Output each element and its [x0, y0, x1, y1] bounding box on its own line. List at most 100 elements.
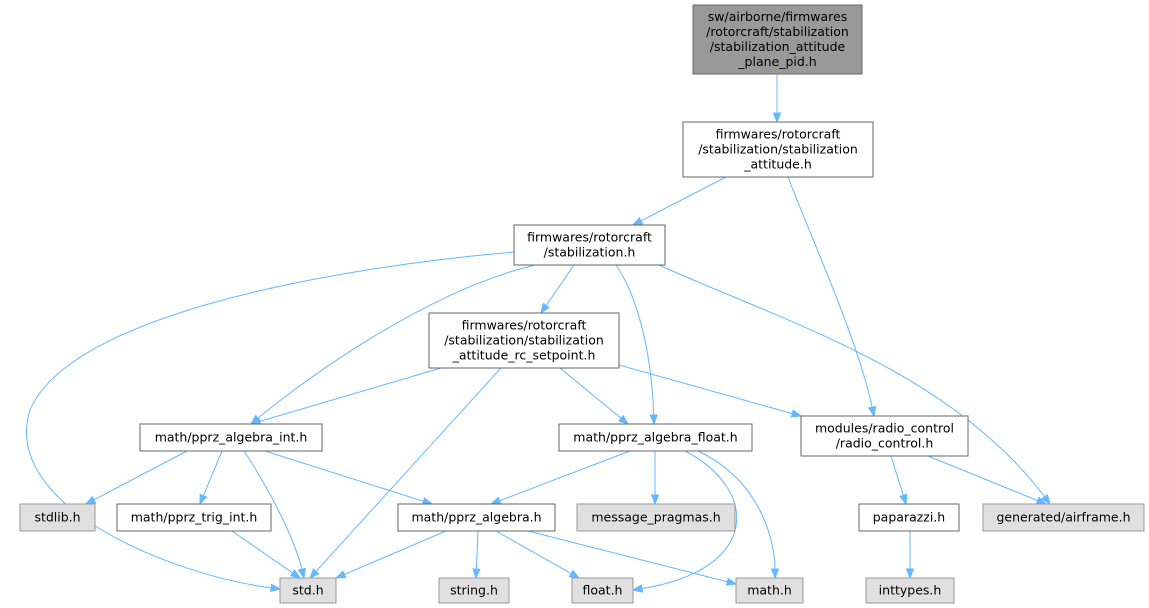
node-label-line: math/pprz_algebra_int.h [155, 430, 308, 445]
node-label-line: inttypes.h [879, 583, 942, 598]
edge-line [527, 530, 729, 583]
node-box [571, 577, 634, 604]
node-label-line: modules/radio_control [815, 421, 954, 436]
node-label-line: _attitude.h [743, 157, 812, 172]
edge-line [26, 251, 515, 589]
node-box [438, 577, 510, 604]
node-label-line: string.h [450, 583, 498, 598]
node-trig[interactable]: math/pprz_trig_int.h [116, 503, 272, 532]
edge-line [927, 455, 1039, 502]
node-std: std.h [279, 577, 337, 604]
edge-stab_att-to-stab [631, 176, 727, 226]
node-label-line: firmwares/rotorcraft [716, 127, 841, 142]
node-float: float.h [571, 577, 634, 604]
edge-radio-to-airframe [927, 455, 1048, 505]
edge-radio-to-paparazzi [890, 455, 908, 506]
node-inttypes: inttypes.h [865, 577, 955, 604]
arrowhead [568, 569, 581, 579]
edge-root-to-stab_att [772, 74, 782, 124]
edges-layer [26, 74, 1051, 593]
edge-alg-to-string [472, 530, 481, 580]
edge-stab-to-alg_float [615, 264, 658, 426]
node-label-line: _attitude_rc_setpoint.h [452, 348, 596, 363]
arrowhead [309, 568, 320, 580]
node-label-line: math/pprz_trig_int.h [131, 510, 258, 525]
edge-line [258, 367, 442, 423]
edge-stab_rc-to-alg_float [559, 367, 630, 425]
edge-line [545, 264, 575, 307]
node-radio[interactable]: modules/radio_control/radio_control.h [800, 415, 969, 457]
arrowhead [84, 495, 97, 505]
arrowhead [725, 577, 738, 586]
node-box [800, 415, 969, 457]
edge-alg-to-float [495, 530, 581, 579]
node-label-line: _plane_pid.h [737, 54, 816, 69]
edge-line [658, 264, 1046, 498]
arrowhead [650, 494, 660, 506]
node-box [428, 312, 620, 369]
edge-stab-to-stab_rc [540, 264, 575, 315]
edge-line [343, 530, 447, 576]
node-box [858, 503, 960, 532]
edge-line [256, 264, 536, 420]
edge-line [264, 450, 425, 503]
edge-alg_float-to-msgprag [650, 451, 660, 506]
edge-line [559, 367, 623, 420]
arrowhead [631, 216, 644, 226]
node-label-line: stdlib.h [34, 510, 80, 525]
node-label-line: message_pragmas.h [591, 510, 720, 525]
node-box [576, 503, 736, 532]
node-stab[interactable]: firmwares/rotorcraft/stabilization.h [513, 224, 666, 266]
arrowhead [489, 496, 502, 505]
node-box [982, 503, 1145, 532]
node-alg[interactable]: math/pprz_algebra.h [397, 503, 556, 532]
node-box [397, 503, 556, 532]
node-math: math.h [735, 577, 804, 604]
edge-stab_rc-to-alg_int [249, 367, 442, 426]
node-stdlib: stdlib.h [19, 503, 96, 532]
edge-line [475, 530, 479, 571]
node-label-line: std.h [292, 583, 323, 598]
edge-line [697, 450, 776, 571]
node-airframe: generated/airframe.h [982, 503, 1145, 532]
edge-line [787, 176, 873, 409]
node-box [558, 423, 753, 452]
node-paparazzi[interactable]: paparazzi.h [858, 503, 960, 532]
node-box [116, 503, 272, 532]
edge-stab_rc-to-radio [618, 364, 803, 418]
arrowhead [790, 409, 803, 418]
node-label-line: firmwares/rotorcraft [462, 318, 587, 333]
edge-paparazzi-to-inttypes [905, 531, 915, 580]
edge-alg-to-math [527, 530, 738, 586]
node-label-line: paparazzi.h [873, 510, 945, 525]
node-label-line: math/pprz_algebra_float.h [573, 430, 737, 445]
node-stab-att[interactable]: firmwares/rotorcraft/stabilization/stabi… [682, 121, 874, 178]
edge-stab_att-to-radio [787, 176, 877, 418]
node-stab-rc[interactable]: firmwares/rotorcraft/stabilization/stabi… [428, 312, 620, 369]
node-label-line: firmwares/rotorcraft [527, 230, 652, 245]
arrowhead [472, 568, 481, 580]
arrowhead [617, 414, 630, 425]
edge-line [890, 455, 905, 497]
edge-stab_rc-to-std [309, 367, 502, 580]
edge-line [243, 450, 303, 571]
edge-line [498, 450, 631, 502]
node-alg-float[interactable]: math/pprz_algebra_float.h [558, 423, 753, 452]
node-box [735, 577, 804, 604]
arrowhead [297, 567, 306, 580]
node-label-line: /stabilization_attitude [710, 39, 846, 54]
node-root: sw/airborne/firmwares/rotorcraft/stabili… [692, 4, 863, 75]
edge-stab-to-airframe [658, 264, 1051, 506]
edge-alg_float-to-alg [489, 450, 631, 505]
node-label-line: float.h [583, 583, 623, 598]
node-string: string.h [438, 577, 510, 604]
node-box [279, 577, 337, 604]
node-alg-int[interactable]: math/pprz_algebra_int.h [139, 423, 323, 452]
arrowhead [540, 302, 550, 315]
edge-line [495, 530, 573, 575]
node-box [692, 4, 863, 75]
edge-alg_int-to-alg [264, 450, 434, 506]
arrowhead [867, 405, 877, 418]
node-msgprag: message_pragmas.h [576, 503, 736, 532]
